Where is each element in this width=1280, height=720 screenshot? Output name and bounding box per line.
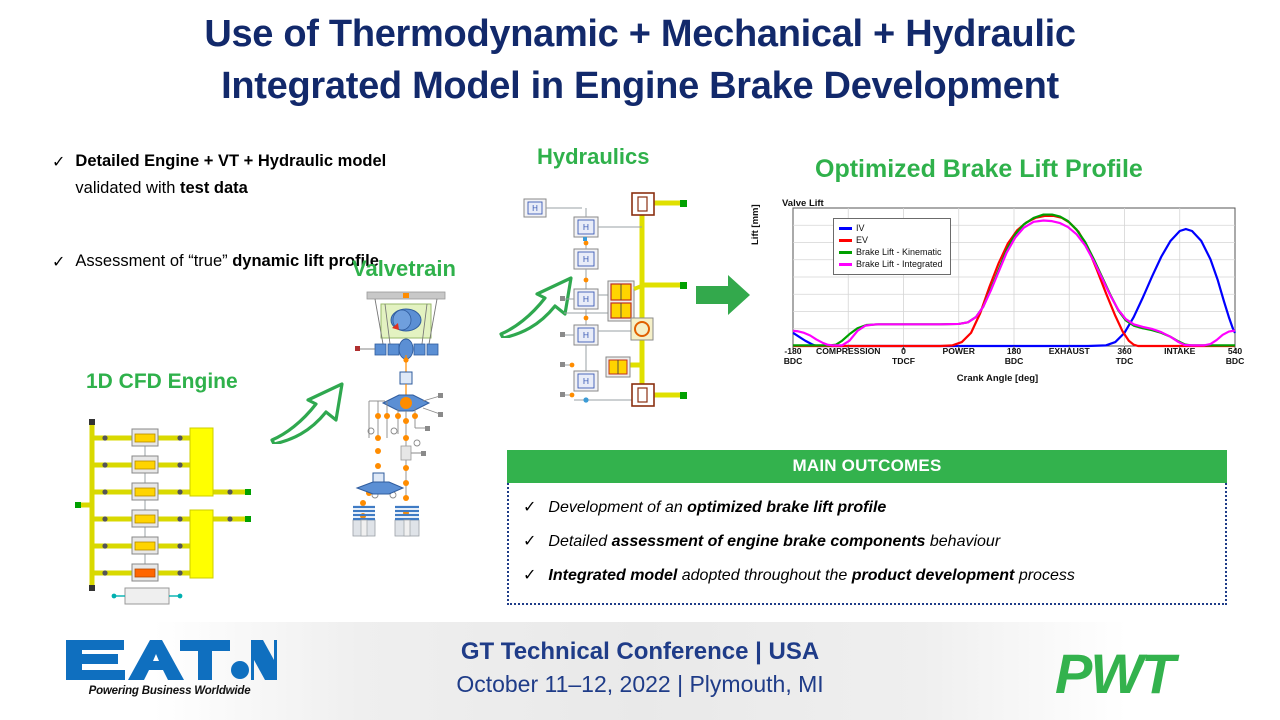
main-outcomes-header: MAIN OUTCOMES (507, 450, 1227, 483)
bullet-text: Detailed Engine + VT + Hydraulic model v… (75, 152, 387, 197)
checkmark-icon: ✓ (523, 533, 537, 550)
svg-text:H: H (583, 330, 589, 340)
heading-optimized-brake-lift-profile: Optimized Brake Lift Profile (815, 155, 1143, 183)
bullet-item: ✓ Detailed Engine + VT + Hydraulic model… (52, 148, 442, 202)
chart-legend-item: Brake Lift - Kinematic (839, 246, 943, 258)
outcome-text: Integrated model adopted throughout the … (548, 567, 1075, 584)
bullet-text: Assessment of “true” dynamic lift profil… (75, 252, 379, 270)
footer: Powering Business Worldwide GT Technical… (0, 622, 1280, 720)
svg-text:H: H (583, 254, 589, 264)
page-title-line-2: Integrated Model in Engine Brake Develop… (221, 65, 1059, 107)
legend-color-swatch (839, 262, 852, 266)
legend-label: Brake Lift - Integrated (856, 259, 943, 269)
chart-x-tick: EXHAUST (1048, 346, 1090, 356)
block-arrow-icon (694, 272, 752, 323)
legend-label: EV (856, 235, 869, 245)
chart-legend-item: EV (839, 234, 943, 246)
checkmark-icon: ✓ (523, 499, 537, 516)
svg-text:H: H (583, 376, 589, 386)
chart-legend-item: Brake Lift - Integrated (839, 258, 943, 270)
curved-arrow-icon (268, 378, 352, 449)
outcome-item: ✓ Development of an optimized brake lift… (509, 491, 1225, 525)
eaton-tagline: Powering Business Worldwide (88, 685, 251, 697)
main-outcomes-box: MAIN OUTCOMES ✓ Development of an optimi… (507, 450, 1227, 605)
outcome-text: Development of an optimized brake lift p… (548, 499, 887, 516)
pwt-logo: PWT (1055, 642, 1175, 705)
legend-label: Brake Lift - Kinematic (856, 247, 942, 257)
chart-x-axis-label: Crank Angle [deg] (956, 373, 1039, 384)
outcome-item: ✓ Integrated model adopted throughout th… (509, 559, 1225, 593)
chart-x-tick: INTAKE (1164, 346, 1196, 356)
checkmark-icon: ✓ (52, 154, 66, 171)
valvetrain-diagram (345, 288, 465, 543)
checkmark-icon: ✓ (52, 254, 66, 271)
legend-color-swatch (839, 238, 852, 242)
main-outcomes-list: ✓ Development of an optimized brake lift… (507, 483, 1227, 605)
chart-x-tick: POWER (942, 346, 975, 356)
curved-arrow-icon (497, 272, 581, 343)
hydraulics-diagram: H H H H (510, 185, 695, 415)
conference-name: GT Technical Conference | USA (460, 638, 820, 665)
chart-x-tick: COMPRESSION (816, 346, 881, 356)
cfd-engine-diagram (70, 410, 300, 615)
eaton-wordmark-icon (66, 640, 277, 680)
heading-hydraulics: Hydraulics (537, 144, 650, 169)
bullet-item: ✓ Assessment of “true” dynamic lift prof… (52, 248, 442, 276)
svg-text:H: H (532, 204, 538, 213)
outcome-item: ✓ Detailed assessment of engine brake co… (509, 525, 1225, 559)
heading-valvetrain: Valvetrain (352, 256, 456, 281)
conference-date-location: October 11–12, 2022 | Plymouth, MI (456, 671, 824, 697)
eaton-logo: Powering Business Worldwide (62, 636, 277, 697)
svg-text:H: H (583, 222, 589, 232)
page-title-line-1: Use of Thermodynamic + Mechanical + Hydr… (204, 13, 1076, 55)
chart-legend-item: IV (839, 222, 943, 234)
outcome-text: Detailed assessment of engine brake comp… (548, 533, 1001, 550)
legend-color-swatch (839, 250, 852, 254)
chart-series-line (793, 214, 1235, 348)
chart-title: Valve Lift (782, 198, 824, 209)
legend-color-swatch (839, 226, 852, 230)
legend-label: IV (856, 223, 865, 233)
svg-text:H: H (583, 294, 589, 304)
conference-info: GT Technical Conference | USA October 11… (300, 636, 980, 701)
checkmark-icon: ✓ (523, 567, 537, 584)
chart-series-line (792, 219, 1236, 347)
page-title: Use of Thermodynamic + Mechanical + Hydr… (60, 8, 1220, 112)
heading-1d-cfd-engine: 1D CFD Engine (86, 370, 238, 393)
